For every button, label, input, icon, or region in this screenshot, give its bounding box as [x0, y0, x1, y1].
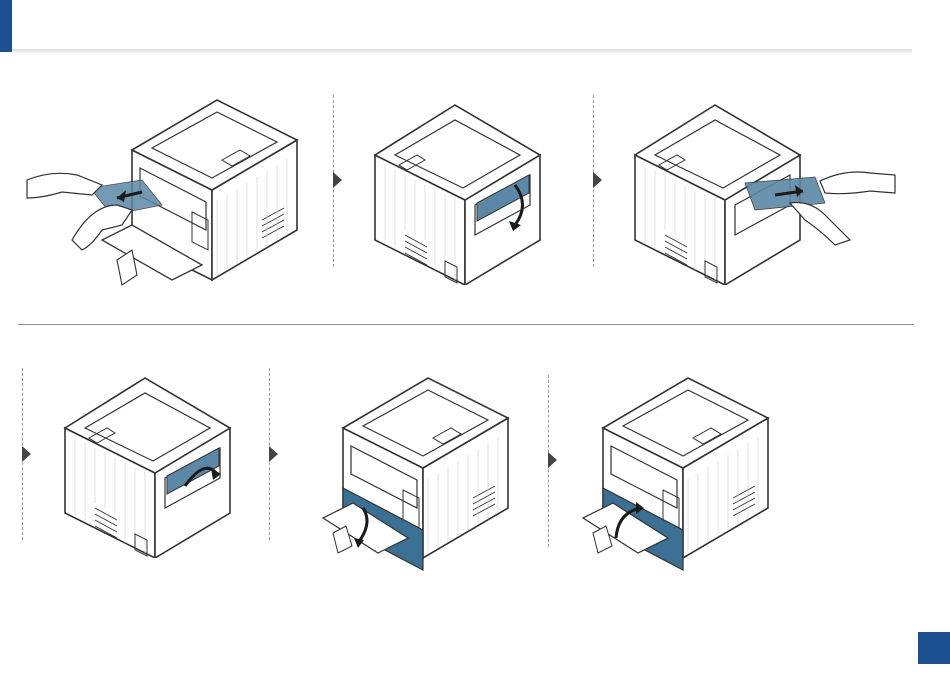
step-arrow-icon [548, 452, 557, 468]
step-arrow-icon [269, 446, 278, 462]
step-5-illustration [318, 358, 548, 573]
step-arrow-icon [593, 172, 602, 188]
step-1-illustration [22, 80, 322, 295]
step-arrow-icon [333, 172, 342, 188]
header-corner-tab [0, 0, 12, 52]
step-4-illustration [55, 358, 255, 558]
header-rule [12, 49, 912, 55]
section-divider [18, 324, 914, 325]
step-3-illustration [625, 85, 910, 285]
step-2-illustration [365, 85, 565, 285]
step-arrow-icon [22, 446, 31, 462]
page-number-badge [918, 632, 950, 664]
step-6-illustration [578, 358, 808, 573]
